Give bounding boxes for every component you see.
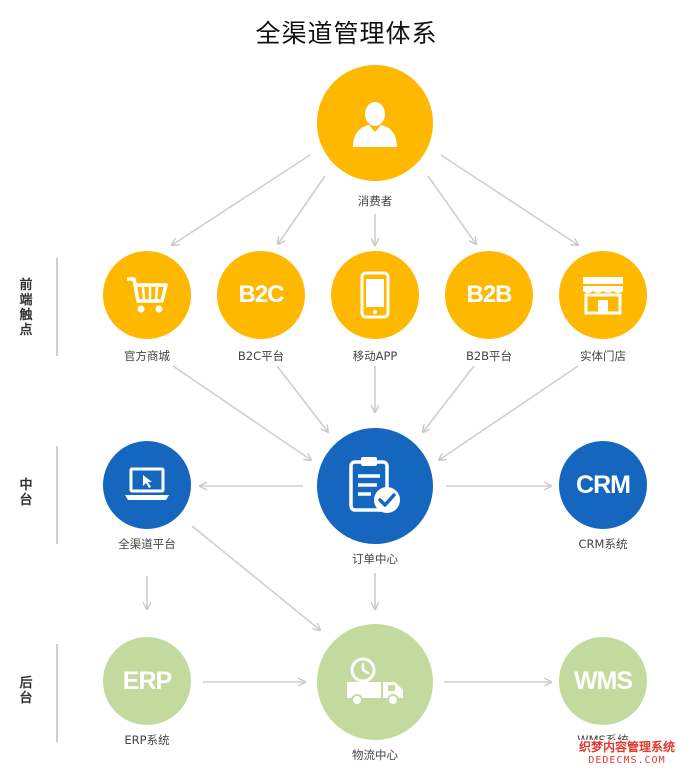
tier-middle-bar (56, 446, 58, 544)
arrow-mall-order (172, 365, 311, 460)
arrow-store-order (439, 365, 579, 460)
official-mall-label: 官方商城 (124, 349, 170, 363)
arrow-omni-logistics (191, 525, 320, 630)
physical-store-node (559, 251, 647, 339)
smartphone-icon (360, 271, 390, 319)
b2c-platform-label: B2C平台 (237, 349, 285, 363)
mobile-app-node (331, 251, 419, 339)
b2b-node-text: B2B (466, 281, 512, 308)
crm-node-text: CRM (576, 470, 631, 499)
b2c-node-text: B2C (238, 281, 284, 308)
tier-front-bar (56, 258, 58, 356)
watermark-line2: DEDECMS.COM (567, 754, 687, 768)
consumer-label: 消费者 (357, 194, 393, 208)
arrow-consumer-store (440, 154, 578, 245)
storefront-icon (583, 277, 623, 315)
official-mall-node (103, 251, 191, 339)
erp-node-text: ERP (122, 666, 172, 695)
b2b-platform-label: B2B平台 (465, 349, 513, 363)
tier-back-label: 后台 (19, 676, 33, 706)
omnichannel-platform-node (103, 441, 191, 529)
physical-store-label: 实体门店 (580, 349, 626, 363)
wms-system-node: WMS (559, 637, 647, 725)
order-center-label: 订单中心 (352, 552, 398, 566)
wms-node-text: WMS (573, 666, 633, 695)
b2c-platform-node: B2C (217, 251, 305, 339)
order-center-node (317, 428, 433, 544)
crm-system-node: CRM (559, 441, 647, 529)
mobile-app-label: 移动APP (352, 349, 398, 363)
erp-system-label: ERP系统 (124, 733, 170, 747)
tier-back-bar (56, 644, 58, 742)
shopping-cart-icon (127, 277, 168, 313)
arrow-consumer-b2b (427, 175, 476, 244)
laptop-icon (125, 467, 169, 500)
tier-middle-label: 中台 (19, 478, 33, 508)
person-icon (353, 102, 397, 147)
watermark-line1: 织梦内容管理系统 (567, 740, 687, 754)
crm-system-label: CRM系统 (578, 537, 628, 551)
arrow-consumer-b2c (278, 175, 326, 244)
dedecms-watermark: 织梦内容管理系统 DEDECMS.COM (567, 740, 687, 768)
logistics-center-node (317, 624, 433, 740)
arrow-consumer-mall (172, 154, 311, 245)
page-title: 全渠道管理体系 (255, 19, 438, 48)
arrow-b2c-order (276, 365, 328, 432)
erp-system-node: ERP (103, 637, 191, 725)
omnichannel-platform-label: 全渠道平台 (118, 537, 176, 551)
arrow-b2b-order (423, 365, 475, 432)
delivery-truck-icon (347, 657, 403, 706)
consumer-node (317, 65, 433, 181)
tier-front-label: 前端触点 (19, 278, 33, 338)
clipboard-check-icon (349, 457, 400, 513)
logistics-center-label: 物流中心 (352, 748, 398, 762)
b2b-platform-node: B2B (445, 251, 533, 339)
